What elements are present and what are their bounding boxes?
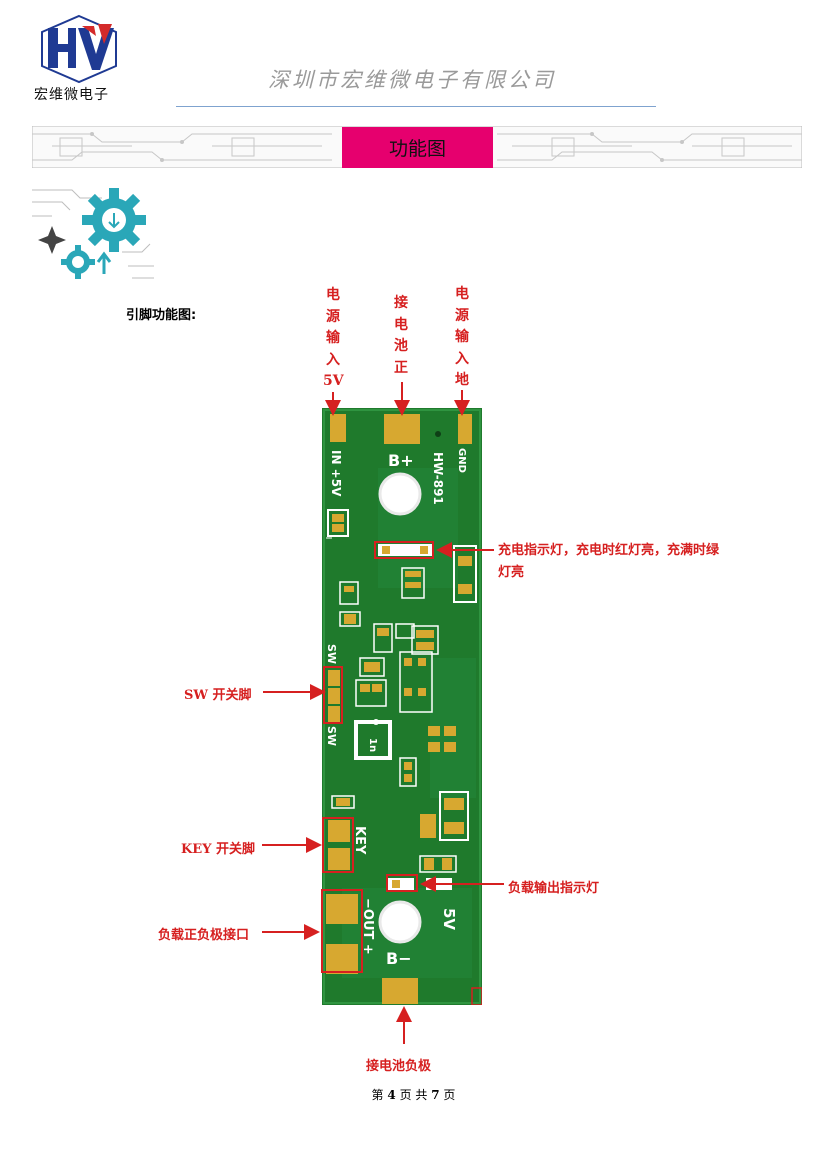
label-battery-neg: 接电池负极 (366, 1059, 432, 1074)
label-charge-led: 充电指示灯，充电时红灯亮，充满时绿 (498, 543, 720, 558)
banner-title: 功能图 (342, 127, 493, 168)
label-load-port: 负载正负极接口 (158, 928, 250, 943)
footer-prefix: 第 (371, 1088, 384, 1102)
silk-5v: 5V (440, 908, 458, 930)
section-label: 引脚功能图: (126, 308, 197, 323)
logo-text: 宏维微电子 (34, 87, 109, 103)
highlight-load-port (321, 889, 363, 973)
silk-model: HW-891 (431, 452, 445, 505)
silk-sw-top: SW (325, 644, 338, 664)
pcb-board: IN +5V B+ HW-891 GND SW SW 1n (322, 408, 482, 1005)
label-power-gnd: 电源输入地 (455, 286, 469, 388)
silk-input: IN +5V (329, 450, 343, 497)
silk-gnd: GND (456, 448, 467, 473)
silk-sw-bottom: SW (325, 726, 338, 746)
gear-illustration-icon (32, 188, 154, 279)
silk-key: KEY (352, 826, 367, 855)
label-key-pin: KEY 开关脚 (181, 842, 256, 857)
company-logo (41, 14, 117, 84)
highlight-charge-led (374, 541, 434, 559)
silk-bminus: B− (386, 949, 412, 968)
page-footer: 第 4 页 共 7 页 (0, 1086, 827, 1103)
footer-total-pages: 7 (431, 1088, 440, 1102)
highlight-load-led (386, 874, 418, 892)
footer-suffix: 页 (443, 1088, 456, 1102)
silk-chip: 1n (367, 738, 378, 752)
silk-out: −OUT + (360, 898, 375, 955)
label-battery-pos: 接电池正 (394, 295, 408, 376)
footer-page-number: 4 (387, 1088, 396, 1102)
silk-bplus: B+ (388, 451, 414, 470)
highlight-key-pins (322, 817, 354, 873)
footer-mid: 页 共 (399, 1088, 428, 1102)
header-rule (176, 106, 656, 107)
company-name: 深圳市宏维微电子有限公司 (268, 68, 556, 92)
label-sw-pin: SW 开关脚 (184, 688, 252, 703)
label-charge-led-cont: 灯亮 (498, 565, 525, 580)
label-load-led: 负载输出指示灯 (508, 881, 600, 896)
